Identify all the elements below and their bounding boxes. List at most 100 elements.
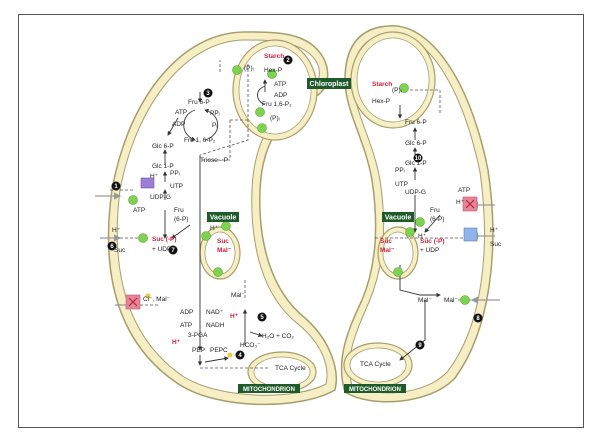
svg-text:8: 8 xyxy=(476,316,480,322)
svg-text:H₂O + CO₂: H₂O + CO₂ xyxy=(262,333,294,340)
svg-text:9: 9 xyxy=(418,343,422,349)
svg-text:Suc: Suc xyxy=(490,241,502,248)
svg-text:(P)ᵢ: (P)ᵢ xyxy=(244,65,254,72)
left-vacuole xyxy=(199,226,241,280)
svg-text:6: 6 xyxy=(110,244,114,250)
svg-text:Starch: Starch xyxy=(264,53,284,60)
svg-text:ATP: ATP xyxy=(458,187,470,194)
transporter-2 xyxy=(255,107,265,117)
svg-text:Cl⁻, Mal⁻: Cl⁻, Mal⁻ xyxy=(143,296,171,303)
svg-text:Mal⁻: Mal⁻ xyxy=(231,292,245,299)
svg-text:H⁺: H⁺ xyxy=(456,199,465,206)
right-cell-labels: Starch (P)ᵢ Hex-P Fru 6-P Glc 6-P Glc 1-… xyxy=(360,81,502,368)
svg-text:H⁺: H⁺ xyxy=(210,225,219,232)
transporter-6 xyxy=(201,231,211,241)
svg-text:UDP-G: UDP-G xyxy=(150,194,171,201)
svg-text:ADP: ADP xyxy=(180,309,193,316)
mitochondrion-right-label: MITOCHONDRION xyxy=(349,387,401,393)
svg-text:Mal⁻: Mal⁻ xyxy=(444,297,458,304)
svg-text:Mal⁻: Mal⁻ xyxy=(380,247,395,254)
svg-text:TCA Cycle: TCA Cycle xyxy=(275,365,306,372)
svg-text:Glc 6-P: Glc 6-P xyxy=(152,143,174,150)
svg-text:PEPC: PEPC xyxy=(210,347,228,354)
svg-text:Triose - P: Triose - P xyxy=(200,157,228,164)
svg-text:Starch: Starch xyxy=(372,81,392,88)
svg-text:Fru: Fru xyxy=(174,207,184,214)
svg-text:UDP-G: UDP-G xyxy=(405,189,426,196)
svg-text:Fru 6-P: Fru 6-P xyxy=(188,99,210,106)
purple-pump-left xyxy=(140,177,155,189)
right-chloroplast xyxy=(350,31,436,129)
svg-text:Hex-P: Hex-P xyxy=(372,98,390,105)
vacuole-left-label: Vacuole xyxy=(210,215,237,222)
transporter-7 xyxy=(221,221,231,231)
svg-text:Suc (-P): Suc (-P) xyxy=(420,238,445,245)
svg-text:7: 7 xyxy=(171,248,175,254)
svg-text:Pᵢ: Pᵢ xyxy=(212,122,217,129)
transporter-3 xyxy=(257,123,267,133)
svg-text:TCA Cycle: TCA Cycle xyxy=(360,361,391,368)
right-vacuole xyxy=(377,226,419,280)
svg-text:+ UDP: + UDP xyxy=(420,247,439,254)
svg-text:H⁺: H⁺ xyxy=(490,227,499,234)
svg-text:Glc 1-P: Glc 1-P xyxy=(405,160,427,167)
vacuole-right-label: Vacuole xyxy=(385,215,412,222)
svg-text:ADP: ADP xyxy=(274,92,287,99)
transporter-5 xyxy=(138,233,148,243)
svg-text:UTP: UTP xyxy=(395,181,408,188)
svg-text:PPᵢ: PPᵢ xyxy=(210,110,220,117)
svg-text:ADP: ADP xyxy=(172,121,185,128)
left-mitochondrion xyxy=(247,351,317,393)
svg-text:(6-P): (6-P) xyxy=(174,216,188,223)
svg-text:Suc (-P): Suc (-P) xyxy=(152,236,177,243)
chloroplast-label: Chloroplast xyxy=(310,81,350,88)
svg-text:H⁺: H⁺ xyxy=(172,339,181,346)
svg-text:ATP: ATP xyxy=(180,322,192,329)
svg-text:5: 5 xyxy=(260,315,264,321)
left-pathways xyxy=(162,79,268,366)
svg-text:Fru: Fru xyxy=(430,207,440,214)
svg-text:Fru 1, 6-P₂: Fru 1, 6-P₂ xyxy=(184,137,216,144)
svg-text:4: 4 xyxy=(238,353,242,359)
transporter-13 xyxy=(460,295,470,305)
svg-text:Suc: Suc xyxy=(217,238,229,245)
svg-text:(6-P): (6-P) xyxy=(430,216,444,223)
right-pathways xyxy=(397,105,441,361)
right-mitochondrion xyxy=(343,342,413,388)
svg-text:+ UDP: + UDP xyxy=(152,246,171,253)
svg-text:ATP: ATP xyxy=(175,109,187,116)
svg-text:3-PGA: 3-PGA xyxy=(188,332,208,339)
numbered-markers: 2 3 1 6 7 5 4 10 9 8 xyxy=(107,55,483,360)
left-cell-labels: Starch (P)ᵢ Hex-P ATP ADP Fru 1,6-P₂ (P)… xyxy=(112,53,306,372)
svg-text:1: 1 xyxy=(114,184,118,190)
svg-text:ATP: ATP xyxy=(274,81,286,88)
svg-text:H⁺: H⁺ xyxy=(230,313,239,320)
yellow-signal-mid xyxy=(227,352,233,358)
transporter-12 xyxy=(393,267,403,277)
blocked-transporters xyxy=(125,177,478,358)
svg-text:H⁺: H⁺ xyxy=(112,227,121,234)
transporter-10 xyxy=(415,217,425,227)
svg-text:Suc: Suc xyxy=(380,238,392,245)
compartment-labels: Chloroplast Vacuole Vacuole MITOCHONDRIO… xyxy=(207,78,414,393)
transporter-1 xyxy=(232,65,242,75)
svg-text:H⁺: H⁺ xyxy=(418,233,427,240)
svg-text:NAD⁺: NAD⁺ xyxy=(206,309,224,316)
svg-text:HCO₃⁻: HCO₃⁻ xyxy=(240,342,261,349)
transporters xyxy=(128,65,470,305)
svg-text:H⁺: H⁺ xyxy=(150,173,159,180)
transporter-4 xyxy=(128,195,138,205)
svg-text:Glc 1-P: Glc 1-P xyxy=(152,163,174,170)
svg-text:UTP: UTP xyxy=(170,183,183,190)
svg-text:10: 10 xyxy=(415,156,422,162)
transporter-11 xyxy=(405,227,415,237)
svg-text:(P)ᵢ: (P)ᵢ xyxy=(392,87,402,94)
blue-transporter-right xyxy=(463,227,478,242)
svg-text:Fru 6-P: Fru 6-P xyxy=(405,119,427,126)
svg-text:3: 3 xyxy=(206,91,210,97)
svg-text:NADH: NADH xyxy=(206,322,225,329)
svg-text:Mal⁻: Mal⁻ xyxy=(418,297,432,304)
svg-text:Suc: Suc xyxy=(114,247,126,254)
svg-text:Fru 1,6-P₂: Fru 1,6-P₂ xyxy=(262,101,292,108)
